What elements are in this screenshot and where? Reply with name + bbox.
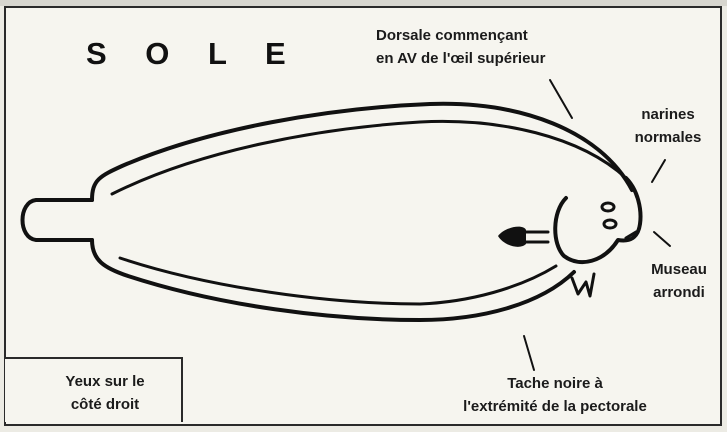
lower-eye-icon	[604, 220, 616, 228]
snout-label: Museau arrondi	[632, 258, 726, 304]
dorsal-fin-outline	[92, 104, 632, 200]
tache-leader	[524, 336, 534, 370]
upper-eye-icon	[602, 203, 614, 211]
narines-leader	[652, 160, 665, 182]
black-spot-icon	[498, 227, 526, 247]
dorsal-fin-inner	[112, 121, 626, 194]
anal-fin-inner	[120, 258, 556, 304]
eyes-note-label: Yeux sur le côté droit	[40, 370, 170, 416]
dorsale-leader	[550, 80, 572, 118]
museau-leader	[654, 232, 670, 246]
head-outline	[555, 178, 640, 262]
dorsal-fin-label: Dorsale commençant en AV de l'œil supéri…	[376, 24, 545, 70]
caudal-fin	[23, 200, 93, 240]
nostrils-label: narines normales	[620, 103, 716, 149]
pectoral-fin	[526, 232, 548, 242]
page-title: S O L E	[86, 36, 301, 72]
anal-fin-outline	[92, 240, 574, 320]
pelvic-fin	[572, 274, 594, 296]
black-spot-label: Tache noire à l'extrémité de la pectoral…	[410, 372, 700, 418]
